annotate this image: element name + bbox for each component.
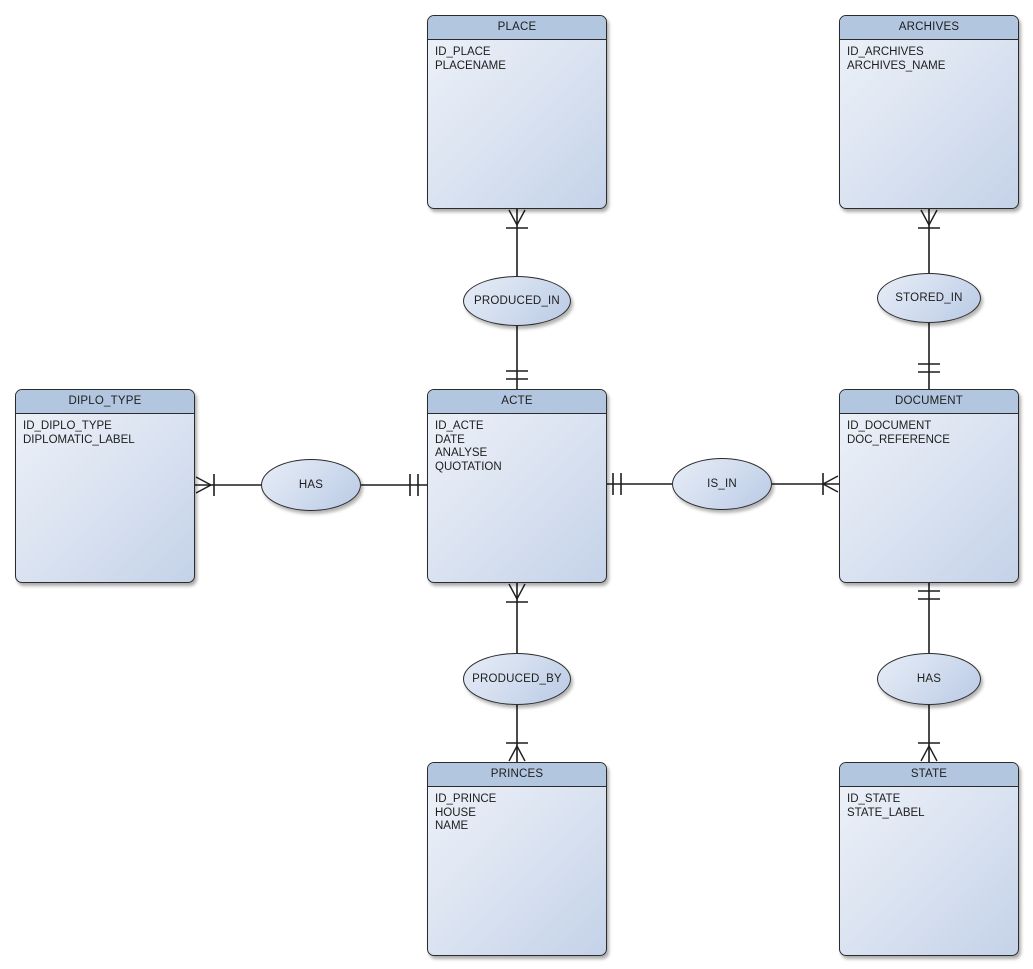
entity-princes-title: PRINCES (428, 763, 606, 787)
relationship-stored-in[interactable]: STORED_IN (877, 273, 981, 323)
entity-document-title: DOCUMENT (840, 390, 1018, 414)
attribute: ID_PRINCE (435, 793, 497, 805)
relationship-produced-in-label: PRODUCED_IN (474, 295, 560, 307)
attribute: PLACENAME (435, 59, 506, 72)
entity-acte-title: ACTE (428, 390, 606, 414)
attribute: ID_STATE (847, 793, 901, 805)
attribute: QUOTATION (435, 460, 502, 473)
entity-place[interactable]: PLACE ID_PLACE PLACENAME (427, 15, 607, 209)
entity-place-title: PLACE (428, 16, 606, 40)
entity-state-title: STATE (840, 763, 1018, 787)
entity-archives-title: ARCHIVES (840, 16, 1018, 40)
crowfoot-archives (920, 209, 938, 227)
attribute: ANALYSE (435, 447, 488, 460)
crowfoot-place (508, 209, 526, 227)
attribute: NAME (435, 820, 469, 833)
entity-diplo-type-attributes: ID_DIPLO_TYPE DIPLOMATIC_LABEL (16, 414, 194, 447)
entity-archives[interactable]: ARCHIVES ID_ARCHIVES ARCHIVES_NAME (839, 15, 1019, 209)
entity-princes-attributes: ID_PRINCE HOUSE NAME (428, 787, 606, 834)
entity-archives-attributes: ID_ARCHIVES ARCHIVES_NAME (840, 40, 1018, 73)
relationship-has-diplo-type[interactable]: HAS (261, 459, 361, 511)
entity-state[interactable]: STATE ID_STATE STATE_LABEL (839, 762, 1019, 956)
attribute: ID_ACTE (435, 420, 484, 432)
entity-princes[interactable]: PRINCES ID_PRINCE HOUSE NAME (427, 762, 607, 956)
crowfoot-state (920, 744, 938, 762)
attribute: DATE (435, 433, 465, 446)
entity-document-attributes: ID_DOCUMENT DOC_REFERENCE (840, 414, 1018, 447)
attribute: DOC_REFERENCE (847, 433, 950, 446)
attribute: ID_DOCUMENT (847, 420, 932, 432)
attribute: STATE_LABEL (847, 806, 925, 819)
entity-document[interactable]: DOCUMENT ID_DOCUMENT DOC_REFERENCE (839, 389, 1019, 583)
entity-acte[interactable]: ACTE ID_ACTE DATE ANALYSE QUOTATION (427, 389, 607, 583)
relationship-stored-in-label: STORED_IN (895, 292, 963, 304)
attribute: ARCHIVES_NAME (847, 59, 946, 72)
attribute: ID_DIPLO_TYPE (23, 420, 112, 432)
crowfoot-princes (508, 744, 526, 762)
relationship-is-in[interactable]: IS_IN (672, 458, 772, 510)
entity-diplo-type[interactable]: DIPLO_TYPE ID_DIPLO_TYPE DIPLOMATIC_LABE… (15, 389, 195, 583)
attribute: HOUSE (435, 806, 476, 819)
relationship-produced-by[interactable]: PRODUCED_BY (463, 653, 571, 705)
entity-place-attributes: ID_PLACE PLACENAME (428, 40, 606, 73)
attribute: DIPLOMATIC_LABEL (23, 433, 135, 446)
attribute: ID_PLACE (435, 46, 491, 58)
relationship-has-state[interactable]: HAS (877, 653, 981, 705)
attribute: ID_ARCHIVES (847, 46, 924, 58)
entity-acte-attributes: ID_ACTE DATE ANALYSE QUOTATION (428, 414, 606, 474)
entity-state-attributes: ID_STATE STATE_LABEL (840, 787, 1018, 820)
relationship-is-in-label: IS_IN (707, 478, 737, 490)
entity-diplo-type-title: DIPLO_TYPE (16, 390, 194, 414)
relationship-has-state-label: HAS (916, 673, 942, 685)
relationship-has-diplo-type-label: HAS (298, 479, 324, 491)
crowfoot-diplo_type (195, 476, 213, 494)
crowfoot-document-left (821, 475, 839, 493)
relationship-produced-by-label: PRODUCED_BY (472, 673, 562, 685)
crowfoot-acte-bottom (508, 583, 526, 601)
relationship-produced-in[interactable]: PRODUCED_IN (463, 276, 571, 326)
